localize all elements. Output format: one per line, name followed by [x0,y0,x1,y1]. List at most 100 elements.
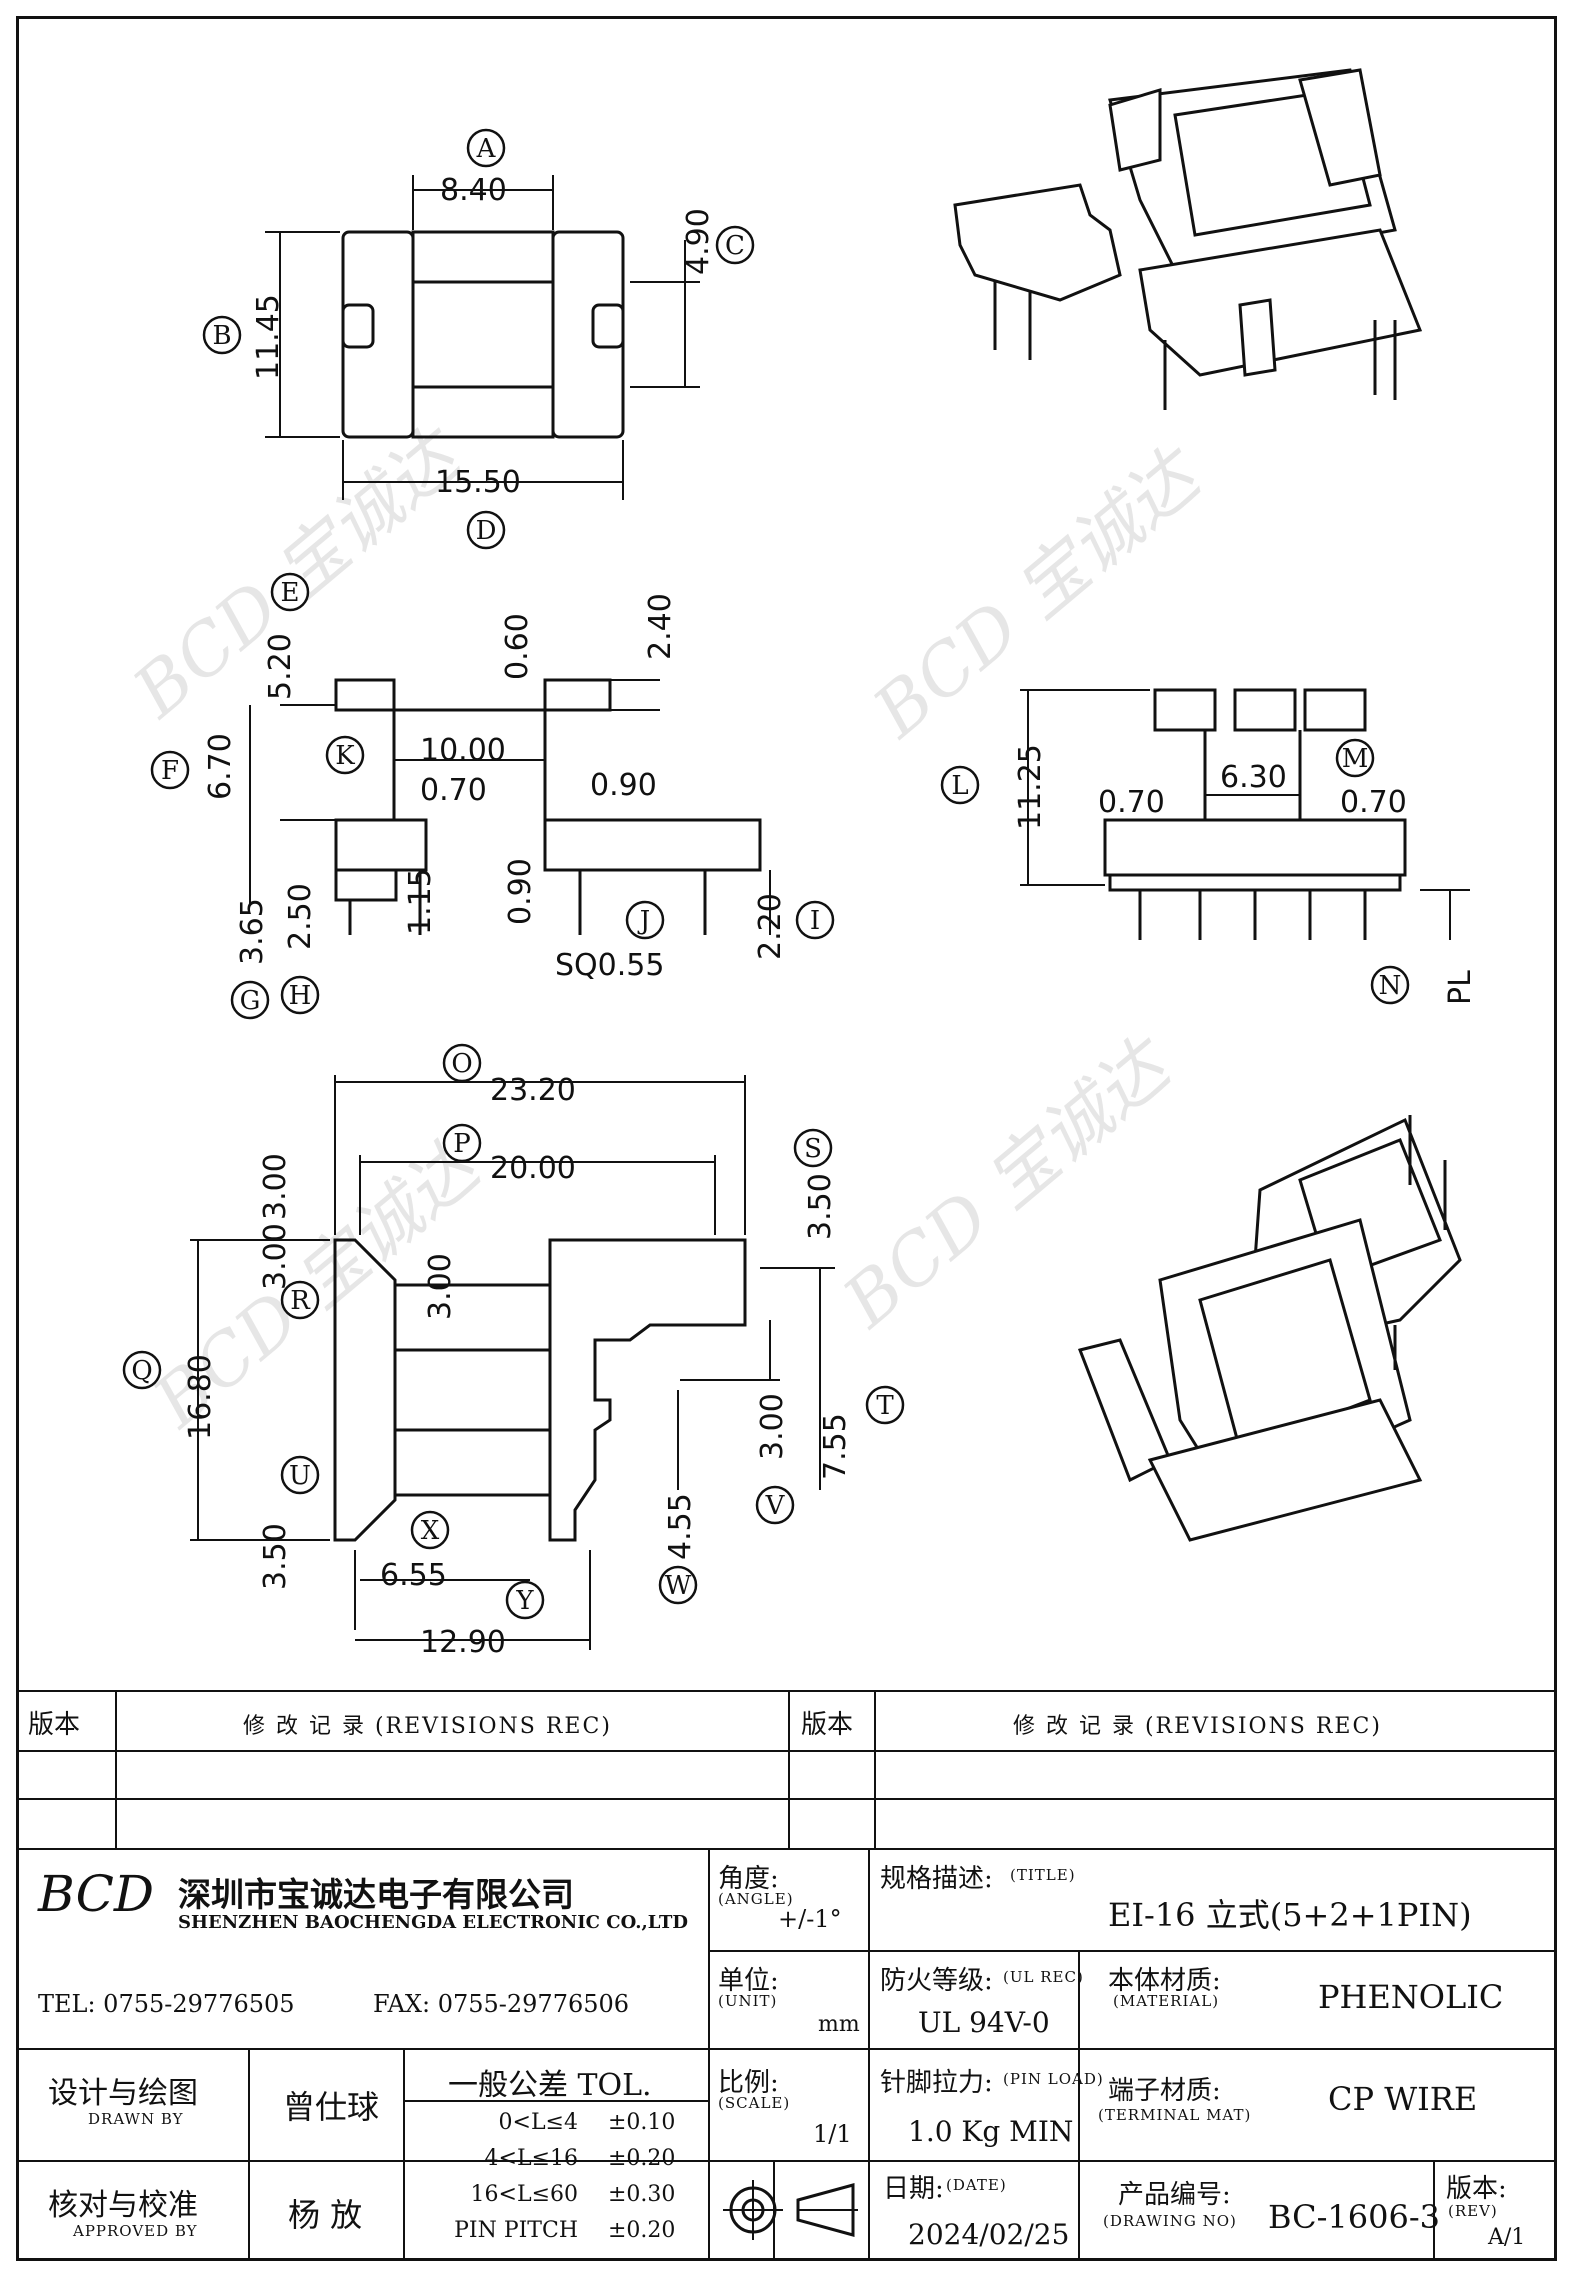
callout-j: J [625,900,665,940]
date-label: 日期: [883,2174,944,2204]
callout-v: V [755,1485,795,1525]
svg-text:W: W [665,1571,692,1601]
callout-p: P [442,1123,482,1163]
svg-text:T: T [876,1391,894,1421]
approved-value: 杨 放 [288,2196,363,2234]
bottom-view: 23.20 20.00 16.80 3.00 3.00 3.00 3.50 3.… [183,1073,853,1660]
dim-t-inner: 3.00 [755,1393,790,1460]
dim-b: 11.45 [251,294,286,380]
approved-label-en: APPROVED BY [73,2222,198,2240]
dim-q-top: 3.00 [258,1153,293,1220]
ul-value: UL 94V-0 [918,2006,1050,2039]
svg-text:S: S [804,1134,822,1164]
revision-col2-label: 版本 [801,1710,854,1740]
callout-g: G [230,980,270,1020]
callout-e: E [270,572,310,612]
dim-j: SQ0.55 [555,948,664,983]
callout-u: U [280,1455,320,1495]
svg-text:BCD 宝诚达: BCD 宝诚达 [117,411,480,734]
dim-m: 6.30 [1220,760,1287,795]
iso-view-top [953,68,1423,410]
callout-q: Q [122,1350,162,1390]
svg-text:E: E [281,578,300,608]
approved-label: 核对与校准 [48,2188,198,2223]
callout-t: T [865,1385,905,1425]
unit-label-en: (UNIT) [718,1992,778,2010]
callout-i: I [795,900,835,940]
dim-r: 3.00 [258,1223,293,1290]
dim-h2: 1.15 [403,868,438,935]
iso-view-bottom [1077,1115,1462,1542]
svg-text:G: G [240,986,261,1016]
svg-text:BCD 宝诚达: BCD 宝诚达 [857,431,1220,754]
revision-col1-title: 修 改 记 录 (REVISIONS REC) [243,1714,612,1739]
dim-k: 10.00 [420,733,506,768]
dim-y: 12.90 [420,1625,506,1660]
drawing-no-value: BC-1606-3 [1268,2198,1441,2236]
dim-e: 5.20 [263,633,298,700]
angle-label: 角度: [718,1864,779,1894]
rev-label-en: (REV) [1448,2202,1498,2220]
dim-r-inner: 3.00 [423,1253,458,1320]
dim-l: 11.25 [1013,744,1048,830]
drawn-value: 曾仕球 [283,2088,380,2126]
svg-text:H: H [289,981,312,1011]
callout-a: A [466,128,506,168]
dim-w: 4.55 [663,1493,698,1560]
dim-a: 8.40 [440,173,507,208]
tolerance-value: ±0.20 [608,2146,676,2171]
dim-g: 3.65 [235,898,270,965]
dim-f: 6.70 [203,733,238,800]
drawn-label-en: DRAWN BY [88,2110,184,2128]
drawn-label: 设计与绘图 [48,2076,198,2111]
date-label-en: (DATE) [946,2176,1007,2194]
dim-m-left: 0.70 [1098,785,1165,820]
svg-text:D: D [476,516,497,546]
unit-value: mm [818,2012,860,2037]
unit-label: 单位: [718,1966,779,1996]
dim-e-top: 0.60 [500,613,535,680]
material-label-en: (MATERIAL) [1113,1992,1220,2010]
tolerance-value: ±0.20 [608,2218,676,2243]
svg-text:O: O [451,1049,472,1079]
material-label: 本体材质: [1108,1966,1221,1996]
dim-e-right: 2.40 [643,593,678,660]
drawing-no-label: 产品编号: [1118,2180,1231,2210]
angle-value: +/-1° [778,1905,842,1933]
rev-value: A/1 [1488,2225,1526,2250]
material-value: PHENOLIC [1318,1978,1504,2016]
callout-c: C [715,225,755,265]
title-label: 规格描述: [880,1864,993,1894]
side-view: 5.20 0.60 2.40 6.70 10.00 0.70 0.90 3.65… [203,593,788,983]
drawing-canvas: BCD 宝诚达 BCD 宝诚达 BCD 宝诚达 BCD 宝诚达 [117,68,1478,1660]
date-value: 2024/02/25 [908,2218,1070,2251]
svg-text:A: A [476,134,497,164]
svg-text:I: I [810,906,820,936]
title-block: 版本 修 改 记 录 (REVISIONS REC) 版本 修 改 记 录 (R… [18,1690,1555,2259]
callout-h: H [280,975,320,1015]
svg-text:X: X [421,1516,440,1546]
callout-d: D [466,510,506,550]
tolerance-row: PIN PITCH ±0.20 [418,2218,698,2243]
tolerance-row: 4<L≤16 ±0.20 [418,2146,698,2171]
tolerance-range: 4<L≤16 [484,2146,578,2171]
callout-f: F [150,750,190,790]
svg-text:Y: Y [515,1586,534,1616]
callout-m: M [1335,738,1375,778]
dim-u: 3.50 [258,1523,293,1590]
pinload-label-en: (PIN LOAD) [1003,2070,1104,2088]
svg-text:C: C [725,231,745,261]
callout-n: N [1370,965,1410,1005]
callout-o: O [442,1043,482,1083]
tolerance-range: PIN PITCH [454,2218,578,2243]
svg-text:BCD 宝诚达: BCD 宝诚达 [827,1021,1190,1344]
svg-text:U: U [289,1461,311,1491]
title-label-en: (TITLE) [1010,1866,1076,1884]
svg-text:F: F [161,756,179,786]
dim-o: 23.20 [490,1073,576,1108]
terminal-label: 端子材质: [1108,2076,1221,2106]
dim-q: 16.80 [183,1354,218,1440]
tolerance-range: 0<L≤4 [498,2110,578,2135]
callout-l: L [940,765,980,805]
